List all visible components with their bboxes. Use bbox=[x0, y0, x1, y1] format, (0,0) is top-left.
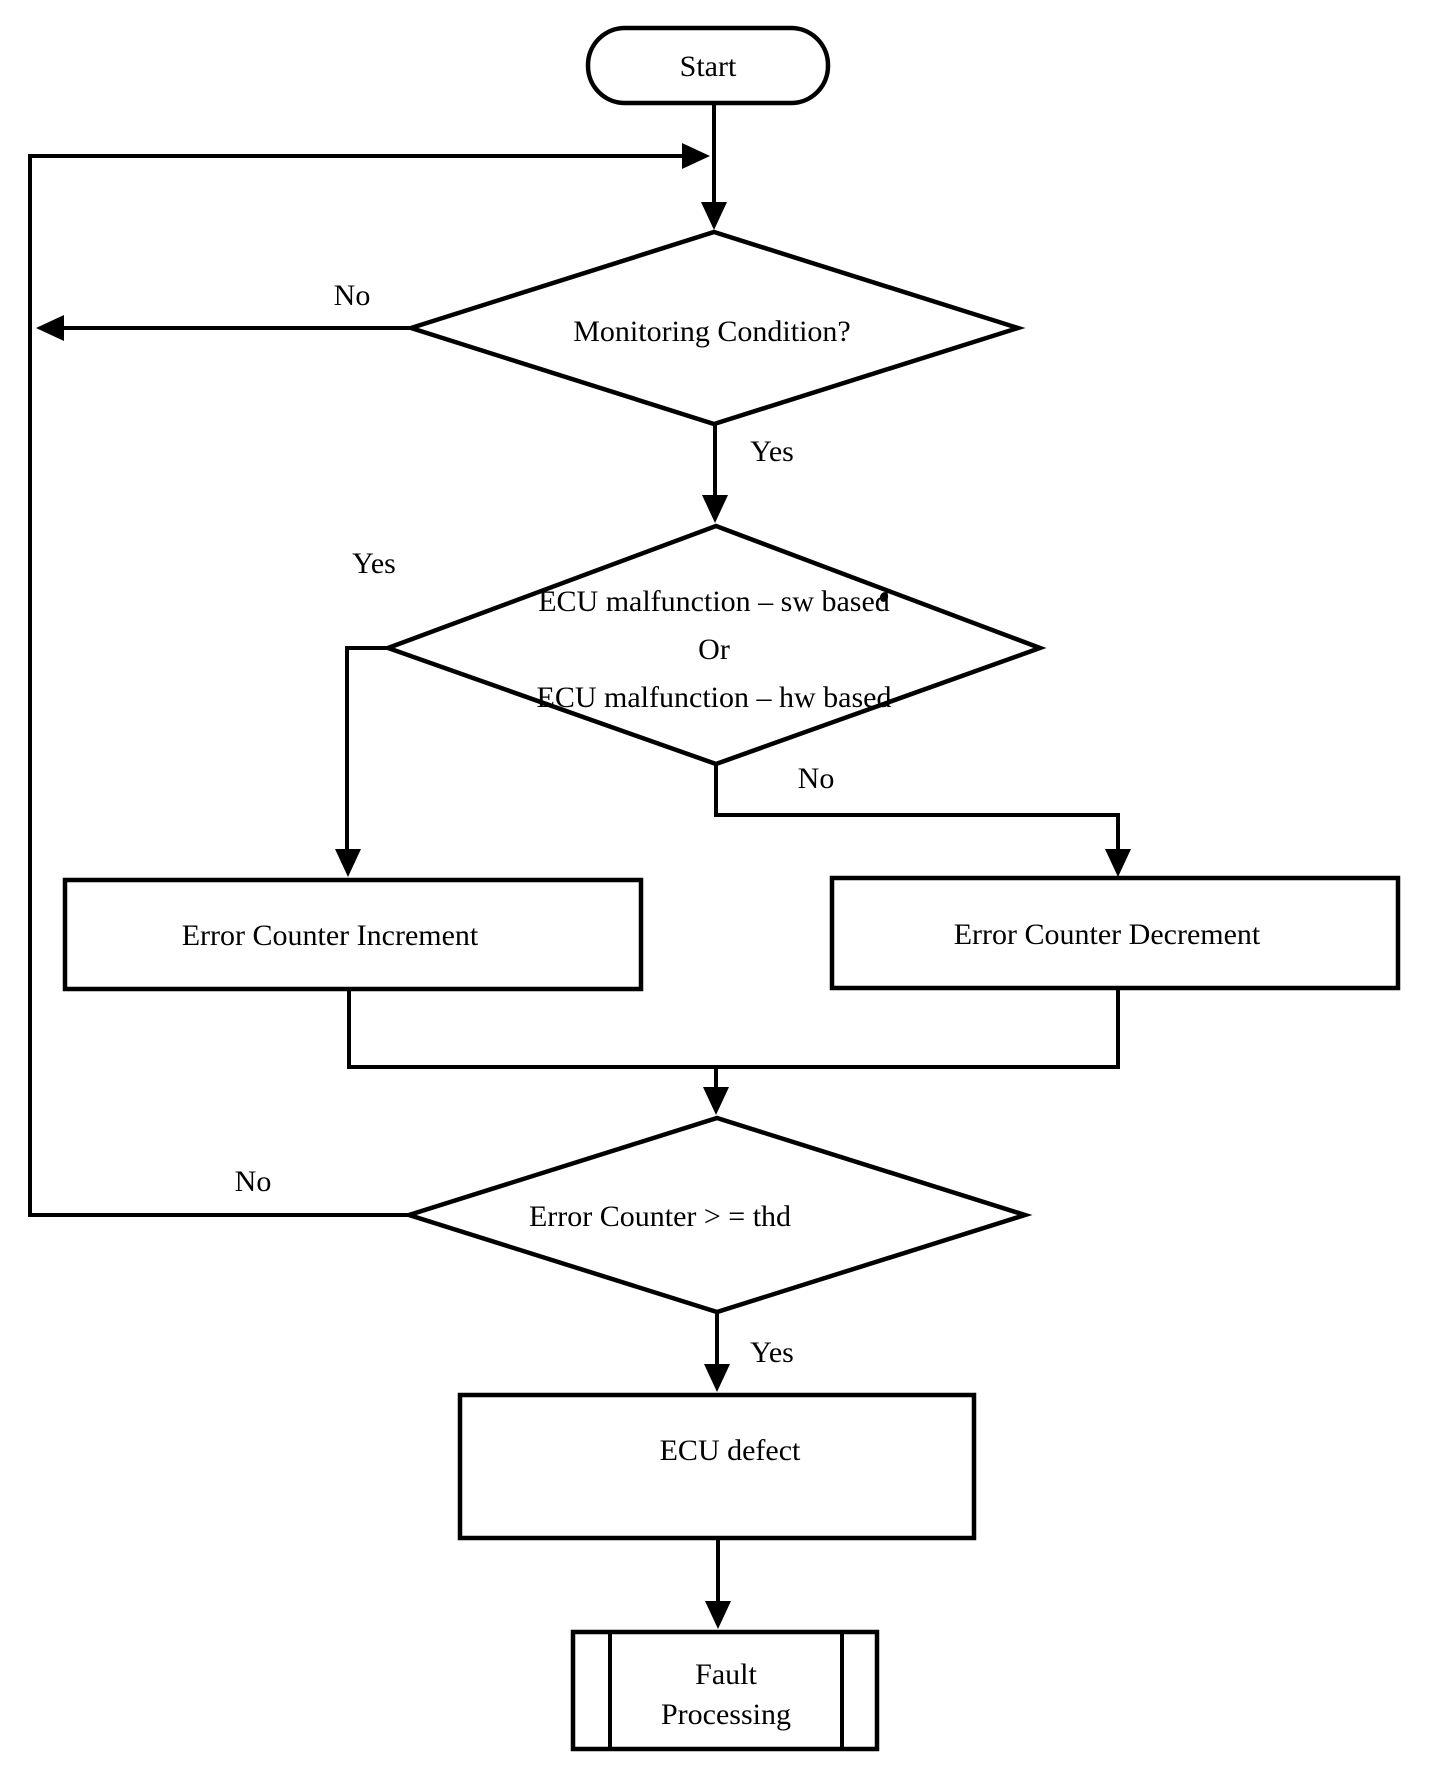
malfunction-label-line3: ECU malfunction – hw based bbox=[537, 681, 892, 714]
defect-box-shape bbox=[457, 1392, 977, 1541]
arrowhead-monitoring-no bbox=[36, 315, 64, 341]
predefined-process-fault-processing: Fault Processing bbox=[570, 1629, 880, 1752]
arrowhead-into-increment bbox=[335, 849, 361, 877]
label-malfunction-no: No bbox=[798, 762, 835, 795]
arrowhead-into-monitoring bbox=[701, 202, 727, 230]
process-ecu-defect: ECU defect bbox=[457, 1392, 977, 1541]
monitoring-diamond-shape bbox=[403, 229, 1026, 427]
label-threshold-yes: Yes bbox=[750, 1336, 794, 1369]
malfunction-label-line1: ECU malfunction – sw based bbox=[538, 585, 890, 618]
start-node: Start bbox=[585, 25, 831, 106]
start-label: Start bbox=[680, 50, 737, 83]
edge-malfunction-no bbox=[714, 764, 1120, 850]
threshold-label: Error Counter > = thd bbox=[529, 1200, 791, 1233]
arrowhead-into-decrement bbox=[1105, 849, 1131, 877]
edge-merge-counters bbox=[347, 988, 1120, 1069]
arrowhead-into-malfunction bbox=[702, 495, 728, 523]
label-malfunction-yes: Yes bbox=[352, 547, 396, 580]
label-threshold-no: No bbox=[235, 1165, 272, 1198]
decision-ecu-malfunction: ECU malfunction – sw based Or ECU malfun… bbox=[381, 523, 1047, 767]
process-error-counter-increment: Error Counter Increment bbox=[62, 877, 644, 992]
fault-label-line2: Processing bbox=[661, 1698, 791, 1731]
increment-box-shape bbox=[62, 877, 644, 992]
label-monitoring-yes: Yes bbox=[750, 435, 794, 468]
edge-malfunction-yes bbox=[345, 646, 388, 850]
arrowhead-into-threshold bbox=[703, 1087, 729, 1115]
decrement-box-shape bbox=[829, 875, 1401, 991]
malfunction-label-line2: Or bbox=[698, 633, 730, 666]
malfunction-diamond-shape bbox=[381, 523, 1047, 767]
edge-loop-return bbox=[28, 154, 684, 1217]
decision-error-counter-threshold: Error Counter > = thd bbox=[401, 1115, 1033, 1315]
arrowhead-into-fault bbox=[705, 1601, 731, 1629]
stray-ink-mark bbox=[879, 592, 889, 602]
arrowhead-into-defect bbox=[704, 1364, 730, 1392]
process-error-counter-decrement: Error Counter Decrement bbox=[829, 875, 1401, 991]
arrowhead-loop-into-mainline bbox=[682, 143, 710, 169]
fault-box-shape bbox=[570, 1629, 880, 1752]
threshold-diamond-shape bbox=[401, 1115, 1033, 1315]
label-monitoring-no: No bbox=[334, 279, 371, 312]
fault-label-line1: Fault bbox=[695, 1658, 757, 1691]
defect-label: ECU defect bbox=[660, 1434, 801, 1467]
decision-monitoring-condition: Monitoring Condition? bbox=[403, 229, 1026, 427]
monitoring-label: Monitoring Condition? bbox=[573, 315, 851, 348]
increment-label: Error Counter Increment bbox=[182, 919, 479, 952]
start-terminator-shape bbox=[585, 25, 831, 106]
decrement-label: Error Counter Decrement bbox=[954, 918, 1261, 951]
